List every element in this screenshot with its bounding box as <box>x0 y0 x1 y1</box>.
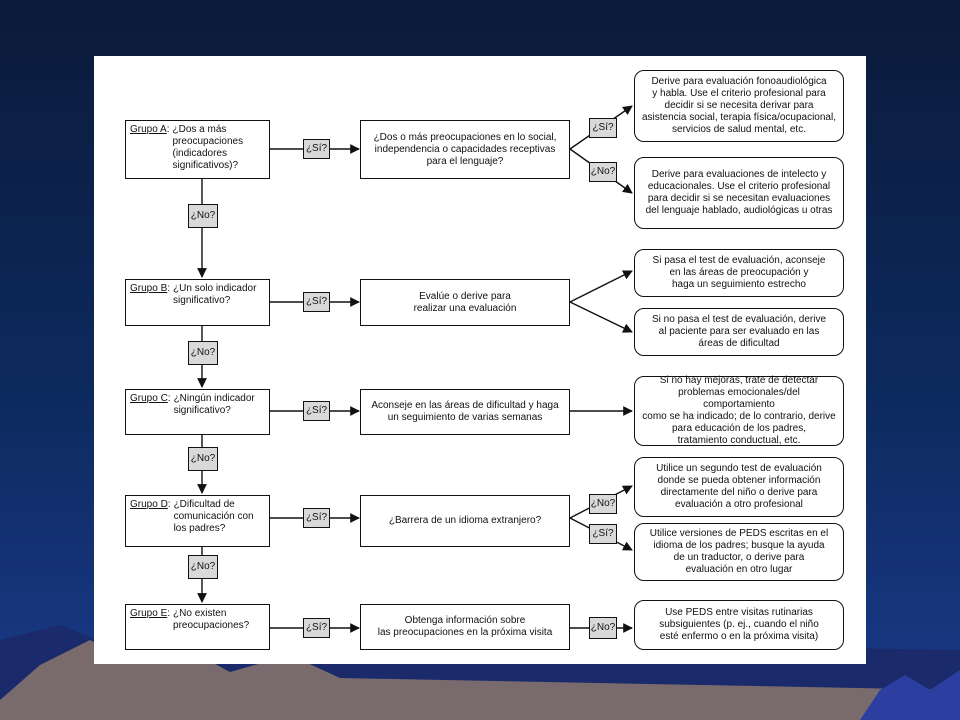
group-c-name: Grupo C <box>130 393 168 404</box>
result-box-3: Si pasa el test de evaluación, aconseje … <box>634 249 844 297</box>
flowchart-sheet: Grupo A: ¿Dos a más preocupaciones (indi… <box>94 56 866 664</box>
yes-label-b: ¿Sí? <box>303 292 330 312</box>
no-label-d-branch: ¿No? <box>589 494 617 514</box>
result-box-2: Derive para evaluaciones de intelecto y … <box>634 157 844 229</box>
result-box-5: Si no hay mejoras, trate de detectar pro… <box>634 375 844 446</box>
group-e-box: Grupo E: ¿No existen preocupaciones? <box>125 604 270 650</box>
middle-box-b: Evalúe o derive para realizar una evalua… <box>360 279 570 326</box>
result-box-8: Use PEDS entre visitas rutinarias subsig… <box>634 600 844 650</box>
result-box-4: Si no pasa el test de evaluación, derive… <box>634 308 844 356</box>
yes-label-d-branch: ¿Sí? <box>589 524 617 544</box>
group-a-question: ¿Dos a más preocupaciones (indicadores s… <box>172 124 244 171</box>
no-label-d: ¿No? <box>188 555 218 579</box>
group-e-question: ¿No existen preocupaciones? <box>173 608 250 631</box>
group-d-name: Grupo D <box>130 499 168 510</box>
no-label-a-branch: ¿No? <box>589 162 617 182</box>
middle-box-e: Obtenga información sobre las preocupaci… <box>360 604 570 650</box>
yes-label-a-branch: ¿Sí? <box>589 118 617 138</box>
group-b-box: Grupo B: ¿Un solo indicador significativ… <box>125 279 270 326</box>
yes-label-c: ¿Sí? <box>303 401 330 421</box>
no-label-c: ¿No? <box>188 447 218 471</box>
group-c-box: Grupo C: ¿Ningún indicador significativo… <box>125 389 270 435</box>
group-e-name: Grupo E <box>130 608 168 619</box>
yes-label-d: ¿Sí? <box>303 508 330 528</box>
group-d-box: Grupo D: ¿Dificultad de comunicación con… <box>125 495 270 547</box>
group-d-question: ¿Dificultad de comunicación con los padr… <box>173 499 254 534</box>
group-b-name: Grupo B <box>130 283 168 294</box>
result-box-7: Utilice versiones de PEDS escritas en el… <box>634 523 844 581</box>
connector-mid2-res4 <box>569 301 633 333</box>
no-label-b: ¿No? <box>188 341 218 365</box>
middle-box-c: Aconseje en las áreas de dificultad y ha… <box>360 389 570 435</box>
yes-label-e: ¿Sí? <box>303 618 330 638</box>
connector-mid2-res3 <box>569 270 633 303</box>
result-box-6: Utilice un segundo test de evaluación do… <box>634 457 844 517</box>
middle-box-a: ¿Dos o más preocupaciones en lo social, … <box>360 120 570 179</box>
result-box-1: Derive para evaluación fonoaudiológica y… <box>634 70 844 142</box>
group-a-name: Grupo A <box>130 124 167 135</box>
group-a-box: Grupo A: ¿Dos a más preocupaciones (indi… <box>125 120 270 179</box>
no-label-e-branch: ¿No? <box>589 617 617 639</box>
no-label-a: ¿No? <box>188 204 218 228</box>
middle-box-d: ¿Barrera de un idioma extranjero? <box>360 495 570 547</box>
group-b-question: ¿Un solo indicador significativo? <box>173 283 257 306</box>
group-c-question: ¿Ningún indicador significativo? <box>173 393 255 416</box>
yes-label-a: ¿Sí? <box>303 139 330 159</box>
